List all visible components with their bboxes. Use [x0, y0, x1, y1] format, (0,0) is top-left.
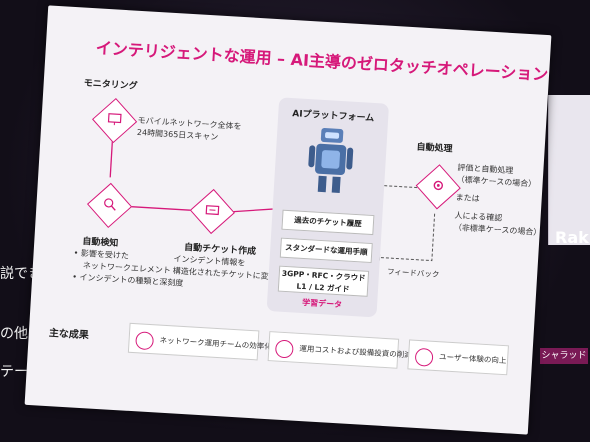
processing-text: 評価と自動処理 （標準ケースの場合） または 人による確認 （非標準ケースの場合… — [453, 162, 543, 239]
processing-node — [415, 164, 461, 210]
platform-box-guides: 3GPP・RFC・クラウド L1 / L2 ガイド — [277, 265, 370, 297]
processing-text-line: または — [455, 192, 480, 204]
training-data-label: 学習データ — [301, 297, 343, 310]
detection-node — [86, 182, 133, 228]
magnifier-icon — [104, 198, 116, 211]
processing-label: 自動処理 — [416, 142, 453, 155]
monitor-icon — [107, 113, 122, 126]
result-card-text: 運用コストおよび設備投資の削減 — [299, 343, 412, 360]
team-icon — [135, 331, 155, 351]
right-screen-placeholder — [549, 95, 590, 131]
robot-icon — [308, 127, 354, 194]
ai-platform-title: AIプラットフォーム — [291, 109, 375, 124]
result-card-ux: ユーザー体験の向上 — [407, 339, 509, 376]
result-card-efficiency: ネットワーク運用チームの効率化 — [127, 322, 272, 361]
result-card-cost: 運用コストおよび設備投資の削減 — [267, 331, 412, 369]
result-card-text: ユーザー体験の向上 — [438, 352, 507, 366]
result-card-text: ネットワーク運用チームの効率化 — [159, 335, 273, 352]
platform-box-ticket-history: 過去のチケット履歴 — [281, 209, 375, 236]
gear-icon — [433, 180, 444, 191]
right-side-screen — [548, 95, 590, 245]
coin-icon — [274, 339, 294, 359]
users-icon — [414, 347, 434, 367]
monitoring-node — [92, 97, 138, 144]
brand-logo: Raku — [555, 228, 590, 247]
ai-platform-panel: AIプラットフォーム 過去のチケット履歴 スタンダードな運用手順 3GPP・RF… — [266, 97, 390, 318]
detection-label: 自動検知 — [82, 236, 119, 249]
ticket-icon — [205, 205, 220, 216]
presentation-slide: インテリジェントな運用 – AI主導のゼロタッチオペレーション モニタリング モ… — [24, 5, 552, 435]
ticket-node — [189, 188, 235, 235]
platform-box-standard-procedure: スタンダードな運用手順 — [279, 237, 373, 264]
speaker-tag: シャラッド — [540, 348, 588, 364]
detection-list: • 影響を受けた ネットワークエレメント • インシデントの種類と深刻度 — [72, 247, 185, 290]
